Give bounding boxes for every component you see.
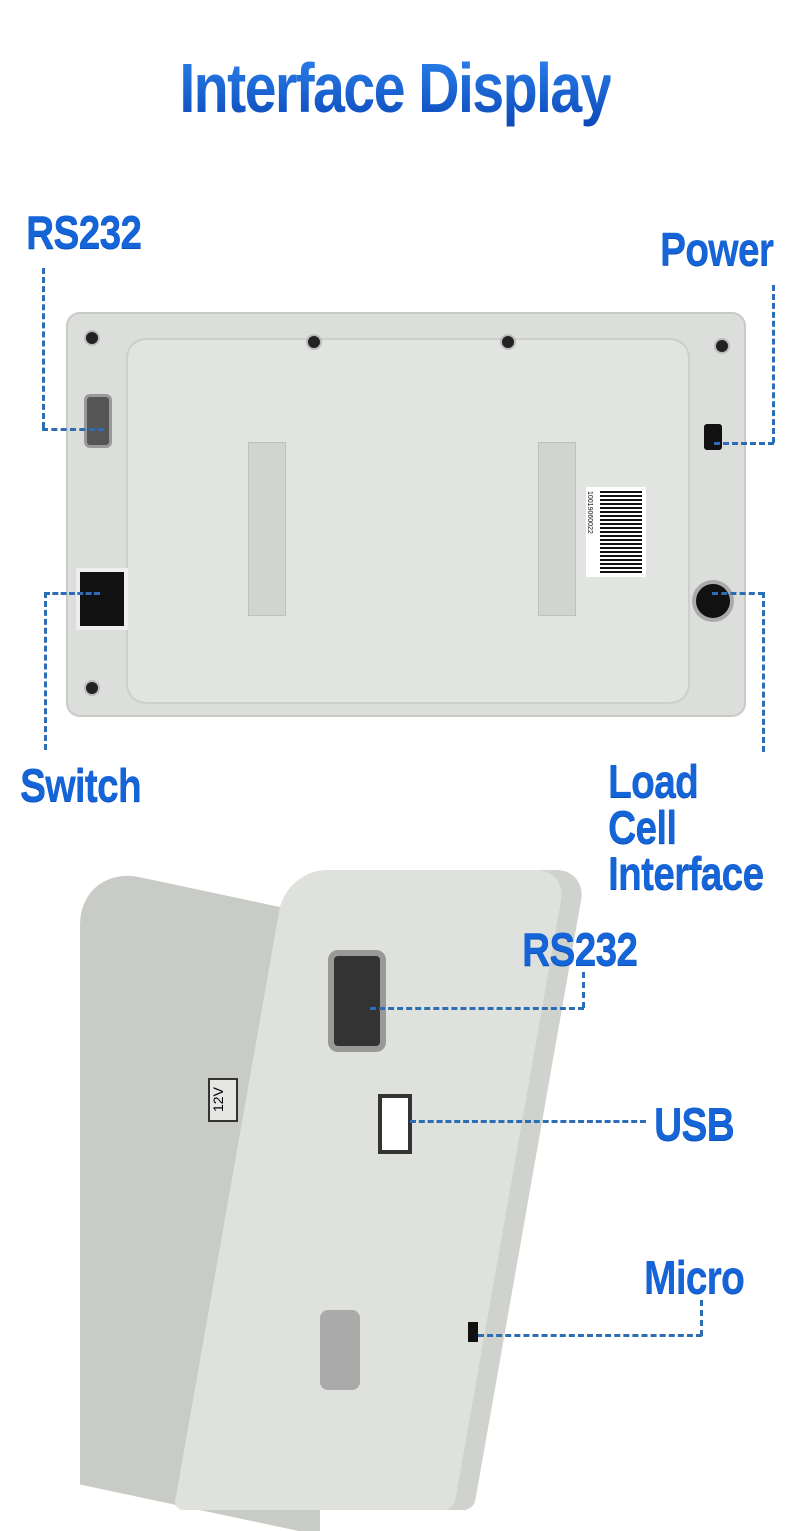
bracket-right [538,442,576,616]
label-rs232-top: RS232 [26,206,142,258]
usb-port [378,1094,412,1154]
label-load-cell-line1: Load Cell [608,755,699,853]
bracket-left [248,442,286,616]
screw [84,680,100,696]
leader-line [44,592,47,750]
barcode-number: 10019060022 [586,491,593,534]
leader-line [44,592,100,595]
label-micro: Micro [644,1251,745,1303]
leader-line [370,1007,584,1010]
voltage-marking: 12V [208,1078,238,1122]
leader-line [714,442,774,445]
leader-line [762,592,765,752]
label-power: Power [660,223,774,275]
label-load-cell: Load Cell Interface [608,755,764,899]
connector [320,1310,360,1390]
power-jack [704,424,722,450]
leader-line [42,428,104,431]
barcode-label: 10019060022 [586,487,646,577]
screw [306,334,322,350]
voltage-text: 12V [210,1087,226,1113]
device-side-view: 12V [80,850,600,1531]
device-back-view: 10019060022 [66,312,746,717]
rs232-port [84,394,112,448]
leader-line [42,268,45,428]
label-rs232-side: RS232 [522,923,638,975]
leader-line [582,972,585,1008]
screw [714,338,730,354]
label-switch: Switch [20,759,142,811]
page-title: Interface Display [179,49,612,127]
leader-line [700,1300,703,1336]
leader-line [712,592,764,595]
label-load-cell-line2: Interface [608,847,764,899]
micro-usb-port [468,1322,478,1342]
leader-line [410,1120,646,1123]
leader-line [772,285,775,443]
screw [500,334,516,350]
rs232-port-side [328,950,386,1052]
power-switch [76,568,128,630]
screw [84,330,100,346]
leader-line [478,1334,702,1337]
load-cell-connector [692,580,734,622]
label-usb: USB [654,1098,735,1150]
